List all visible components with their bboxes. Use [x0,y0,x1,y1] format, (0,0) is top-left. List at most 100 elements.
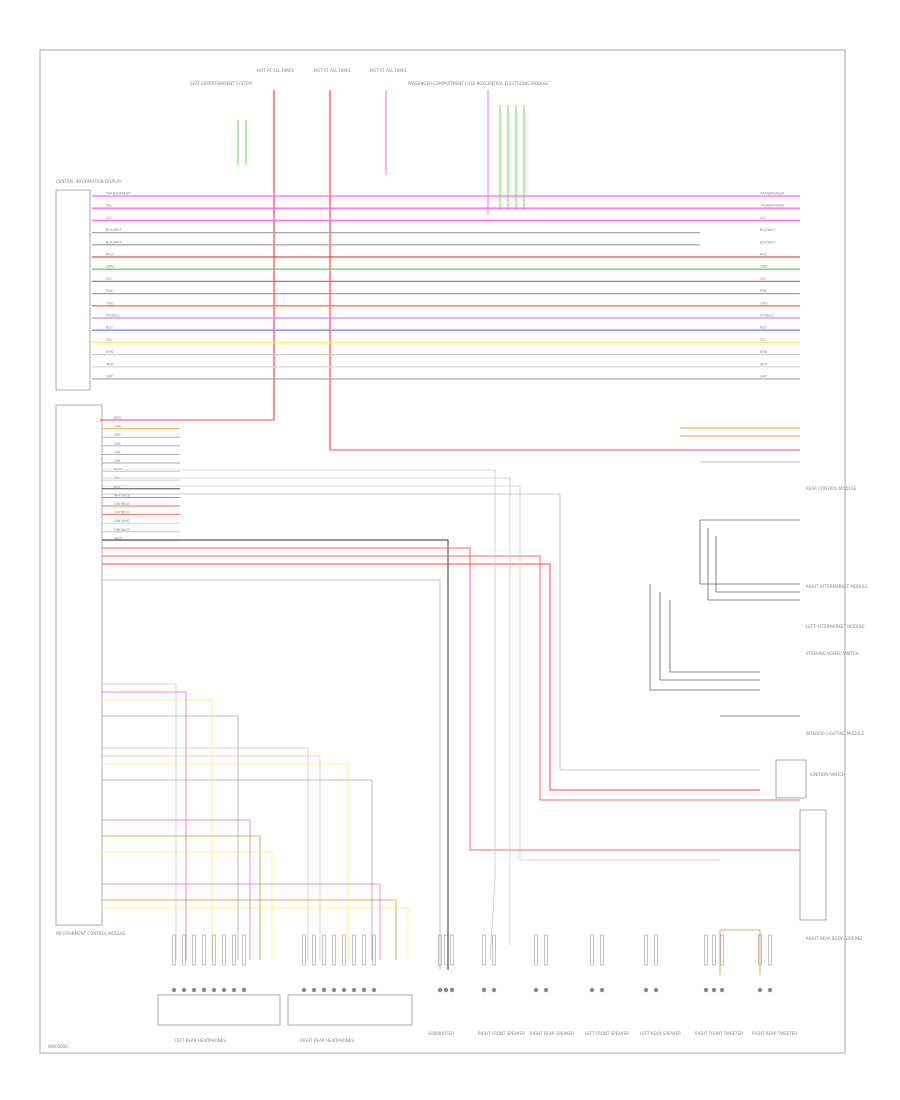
upper-wire-code: BRN [106,350,114,354]
right-wire-label: BLK/WHT [760,240,776,244]
connector-pin [450,934,454,966]
right-component-interior-light: INTERIOR LIGHTING MODULE [806,731,865,736]
connector-pin [712,934,716,966]
connector-pin [212,934,216,966]
lower-wire-code: GRY [114,450,122,454]
lower-module-label: INFOTAINMENT CONTROL MODULE [56,931,126,936]
right-wire-label: VIO [760,277,766,281]
lower-wire-code: WHT [114,536,123,540]
connector-terminal [241,987,247,993]
connector-pin [312,934,316,966]
connector-terminal [589,987,595,993]
feed-lines [100,419,800,463]
right-wire-labels: TRANSPARENTTRANSPARENTVIOBLK/WHTBLK/WHTR… [759,192,785,379]
connector-pin [222,934,226,966]
right-wire-label: BRN [760,350,768,354]
right-headphones-box [287,994,413,1026]
connector-pin [704,934,708,966]
ignition-switch-box [775,759,807,799]
connector-terminal [533,987,539,993]
right-component-left-aftermarket: LEFT AFTERMARKET MODULE [806,624,865,629]
right-wire-label: BLU [760,326,767,330]
right-component-labels: REAR CONTROL MODULE RIGHT AFTERMARKET MO… [806,486,868,941]
top-label-seat-entertainment: SEAT ENTERTAINMENT SYSTEM [190,81,252,86]
connector-pin [302,934,306,966]
right-wire-label: RED [760,253,767,257]
bottom-label-rr-tweeter: RIGHT REAR TWEETER [752,1031,797,1036]
top-label-fuse-1: HOT AT ALL TIMES [257,68,294,73]
connector-terminal [653,987,659,993]
upper-wire-code: YEL [106,204,112,208]
bottom-label-lf-speaker: LEFT FRONT SPEAKER [585,1031,629,1036]
headphone-wiring [102,683,409,960]
upper-module-label: CENTRAL INFORMATION DISPLAY [56,179,122,184]
upper-wire-code: ORG [106,301,114,305]
upper-wire-code: VIO/BLU [106,314,120,318]
connector-terminal [201,987,207,993]
lower-wire-code: GRY [114,442,122,446]
connector-pin [720,934,724,966]
right-wire-label: ORG [760,301,768,305]
lower-module-box [55,404,103,926]
upper-wire-code: BLU [106,326,113,330]
connector-terminal [301,987,307,993]
lower-wire-code: GRY/WHT [114,519,131,523]
lower-wire-code: GRY [114,459,122,463]
signal-drops [102,469,800,970]
connector-pin [758,934,762,966]
upper-wire-code: VIO [106,216,112,220]
connector-terminal [231,987,237,993]
connector-terminal [757,987,763,993]
connector-pin [192,934,196,966]
upper-wire-code: YEL [106,338,112,342]
right-component-steering: STEERING WHEEL SWITCH [806,651,859,656]
upper-wire-code: BLK/WHT [106,240,122,244]
connector-terminal [481,987,487,993]
bottom-label-left-headphones: LEFT REAR HEADPHONES [175,1038,226,1043]
connector-terminal [443,987,449,993]
connector-pin [182,934,186,966]
right-wire-label: TRANSPARENT [759,204,785,208]
upper-wire-code: VIO [106,277,112,281]
connector-terminal [449,987,455,993]
bottom-label-rr-speaker: RIGHT REAR SPEAKER [530,1031,574,1036]
connector-terminal [171,987,177,993]
connector-pin [232,934,236,966]
connector-terminal [191,987,197,993]
upper-wire-code: GRN [106,265,114,269]
lower-wire-code: GRY/RED [114,511,129,515]
top-label-passenger-fuse-box: PASSENGER COMPARTMENT FUSE BOX [408,81,485,86]
top-label-fuse-3: HOT AT ALL TIMES [370,68,407,73]
bottom-label-right-headphones: RIGHT REAR HEADPHONES [300,1038,354,1043]
connector-pin [322,934,326,966]
bottom-label-rf-tweeter: RIGHT FRONT TWEETER [695,1031,743,1036]
bottom-connectors [171,934,773,993]
diagram-frame [39,49,846,1054]
lower-wire-code: RED [114,416,121,420]
upper-wire-code: RED [106,253,113,257]
upper-wire-code: PNK [106,289,114,293]
connector-terminal [643,987,649,993]
bottom-label-lr-speaker: LEFT REAR SPEAKER [640,1031,681,1036]
connector-terminal [491,987,497,993]
connector-pin [644,934,648,966]
connector-pin [590,934,594,966]
connector-pin [172,934,176,966]
connector-terminal [361,987,367,993]
connector-pin [372,934,376,966]
right-component-ground: RIGHT REAR BODY GROUND [806,936,862,941]
bottom-label-subwoofer: SUBWOOFER [428,1031,454,1036]
left-headphones-box [157,994,281,1026]
upper-harness: TRANSPARENT YEL VIO BLK/WHT BLK/WHT RED GRN VIO… [92,192,800,380]
connector-pin [352,934,356,966]
upper-wire-code: TRANSPARENT [105,192,131,196]
upper-wire-code: GRY [106,375,114,379]
right-wire-label: GRY [760,375,768,379]
steering-switch-box [799,809,827,921]
connector-pin [482,934,486,966]
top-label-cem: CENTRAL ELECTRONIC MODULE [485,81,549,86]
connector-pin [492,934,496,966]
connector-pin [444,934,448,966]
connector-terminal [703,987,709,993]
